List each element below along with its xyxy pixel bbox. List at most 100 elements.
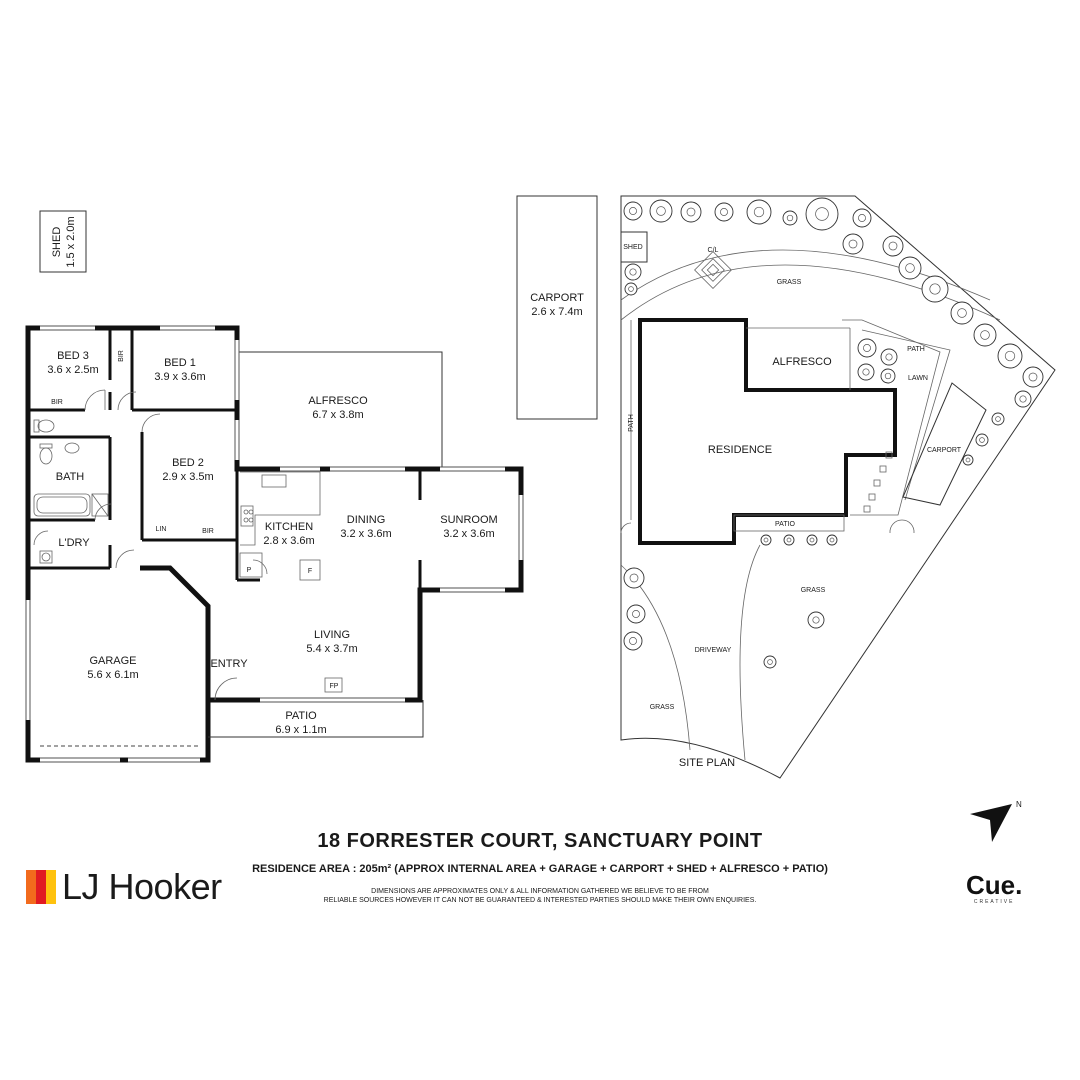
door-swings [33, 389, 268, 701]
shrub-icon [882, 235, 904, 257]
pantry-label: P [247, 567, 252, 574]
shrub-icon [975, 433, 989, 447]
disclaimer-line-2: RELIABLE SOURCES HOWEVER IT CAN NOT BE G… [323, 897, 757, 904]
bed2-dimensions: 2.9 x 3.5m [162, 471, 213, 483]
shrub-core [888, 241, 898, 251]
page-title: 18 FORRESTER COURT, SANCTUARY POINT [317, 830, 763, 852]
shrub-core [629, 573, 639, 583]
shrub-icon [962, 454, 974, 466]
shrub-core [1019, 395, 1027, 403]
bed3-dimensions: 3.6 x 2.5m [47, 364, 98, 376]
shrub-icon [991, 412, 1005, 426]
dining-label: DINING [347, 514, 386, 526]
shrub-icon [807, 611, 825, 629]
site-carport [902, 382, 987, 506]
garage-label: GARAGE [89, 655, 136, 667]
shrub-core [905, 263, 915, 273]
shrub-core [629, 268, 637, 276]
shrub-icon [649, 199, 673, 223]
site-grass-top: GRASS [777, 279, 802, 286]
shrub-icon [1022, 366, 1044, 388]
site-path-strip [861, 329, 951, 501]
site-lawn-label: LAWN [908, 375, 928, 382]
site-driveway-left [620, 564, 691, 751]
fridge-label: F [308, 568, 312, 575]
shrub-core [995, 416, 1001, 422]
site-cl-label: C/L [708, 247, 719, 254]
shrub-icon [623, 631, 643, 651]
site-path-label: PATH [628, 414, 635, 432]
bir-bed2: BIR [202, 528, 214, 535]
patio-dimensions: 6.9 x 1.1m [275, 724, 326, 736]
shrub-core [809, 537, 815, 543]
alfresco-dimensions: 6.7 x 3.8m [312, 409, 363, 421]
interior-walls [28, 328, 422, 590]
shrub-core [763, 537, 769, 543]
shrub-core [1028, 372, 1038, 382]
shrub-icon [1014, 390, 1032, 408]
lj-hooker-logo: LJ Hooker [26, 866, 222, 908]
bed3-label: BED 3 [57, 350, 89, 362]
shed-dimensions: 1.5 x 2.0m [65, 216, 77, 267]
disclaimer: DIMENSIONS ARE APPROXIMATES ONLY & ALL I… [0, 887, 1080, 905]
shrub-icon [714, 202, 734, 222]
disclaimer-line-1: DIMENSIONS ARE APPROXIMATES ONLY & ALL I… [371, 888, 709, 895]
bed1-label: BED 1 [164, 357, 196, 369]
lin-label: LIN [156, 526, 167, 533]
shrub-core [884, 372, 892, 380]
bir-bed3: BIR [51, 399, 63, 406]
shrub-core [656, 206, 666, 216]
shrub-icon [852, 208, 872, 228]
dining-dimensions: 3.2 x 3.6m [340, 528, 391, 540]
entry-label: ENTRY [210, 658, 248, 670]
cue-subtitle: CREATIVE [973, 899, 1015, 905]
alfresco-label: ALFRESCO [308, 395, 368, 407]
shrub-icon [783, 534, 795, 546]
shrub-icon [623, 567, 645, 589]
shrub-icon [950, 301, 974, 325]
garage-angled-wall [140, 565, 211, 700]
shrub-core [863, 344, 871, 352]
shrub-core [753, 206, 765, 218]
shrub-icon [805, 197, 839, 231]
shrub-core [862, 368, 870, 376]
north-arrow-icon: N [970, 800, 1022, 842]
shrub-core [786, 214, 794, 222]
shrub-icon [880, 348, 898, 366]
site-gate-left [620, 522, 632, 534]
shrub-core [929, 283, 941, 295]
stepping-stones [863, 451, 893, 513]
site-driveway-label: DRIVEWAY [695, 647, 732, 654]
site-lawn-outline [842, 319, 941, 516]
site-residence-label: RESIDENCE [708, 444, 772, 456]
cue-creative-logo: Cue. CREATIVE [966, 870, 1022, 905]
north-letter: N [1016, 800, 1022, 809]
living-label: LIVING [314, 629, 350, 641]
site-residence [638, 318, 897, 545]
lj-hooker-bars-icon [26, 870, 56, 904]
laundry-label: L'DRY [58, 537, 90, 549]
shrub-icon [921, 275, 949, 303]
site-grass-right: GRASS [801, 587, 826, 594]
shrub-core [980, 330, 990, 340]
shrub-core [957, 308, 967, 318]
shrub-icon [626, 604, 646, 624]
lj-hooker-wordmark: LJ Hooker [62, 866, 222, 907]
bed1-dimensions: 3.9 x 3.6m [154, 371, 205, 383]
shrub-icon [898, 256, 922, 280]
shrub-icon [826, 534, 838, 546]
site-gate [889, 519, 915, 534]
site-boundary [620, 195, 1056, 779]
shrub-icon [973, 323, 997, 347]
clothesline-icon [694, 251, 732, 289]
site-patio-label: PATIO [775, 521, 796, 528]
fireplace-label: FP [330, 683, 339, 690]
kitchen-label: KITCHEN [265, 521, 313, 533]
living-dimensions: 5.4 x 3.7m [306, 643, 357, 655]
shrub-icon [680, 201, 702, 223]
shrub-core [965, 457, 971, 463]
alfresco-outline [237, 351, 443, 469]
site-driveway-right [739, 544, 761, 761]
shrub-core [858, 214, 866, 222]
shrub-core [786, 537, 792, 543]
